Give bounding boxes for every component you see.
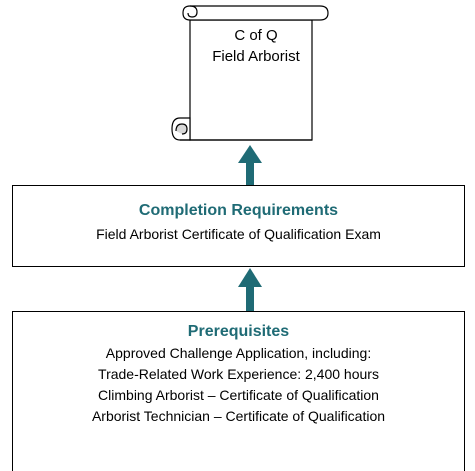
prerequisite-item: Trade-Related Work Experience: 2,400 hou… [98, 366, 379, 382]
prerequisites-title: Prerequisites [187, 323, 290, 340]
certificate-label: C of Q Field Arborist [196, 25, 316, 67]
prerequisite-item: Climbing Arborist – Certificate of Quali… [98, 387, 379, 403]
arrow-to-certificate [238, 145, 262, 185]
completion-requirements-line: Field Arborist Certificate of Qualificat… [96, 226, 381, 242]
certificate-scroll-shape [171, 5, 329, 141]
prerequisite-item: Approved Challenge Application, includin… [105, 345, 372, 361]
certificate-line-2: Field Arborist [212, 48, 300, 65]
prerequisites-box: Prerequisites Approved Challenge Applica… [12, 311, 465, 471]
completion-requirements-box: Completion Requirements Field Arborist C… [12, 185, 465, 267]
prerequisite-item: Arborist Technician – Certificate of Qua… [91, 408, 386, 424]
certificate-line-1: C of Q [234, 27, 278, 44]
arrow-to-completion [238, 268, 262, 311]
completion-requirements-title: Completion Requirements [138, 202, 339, 219]
